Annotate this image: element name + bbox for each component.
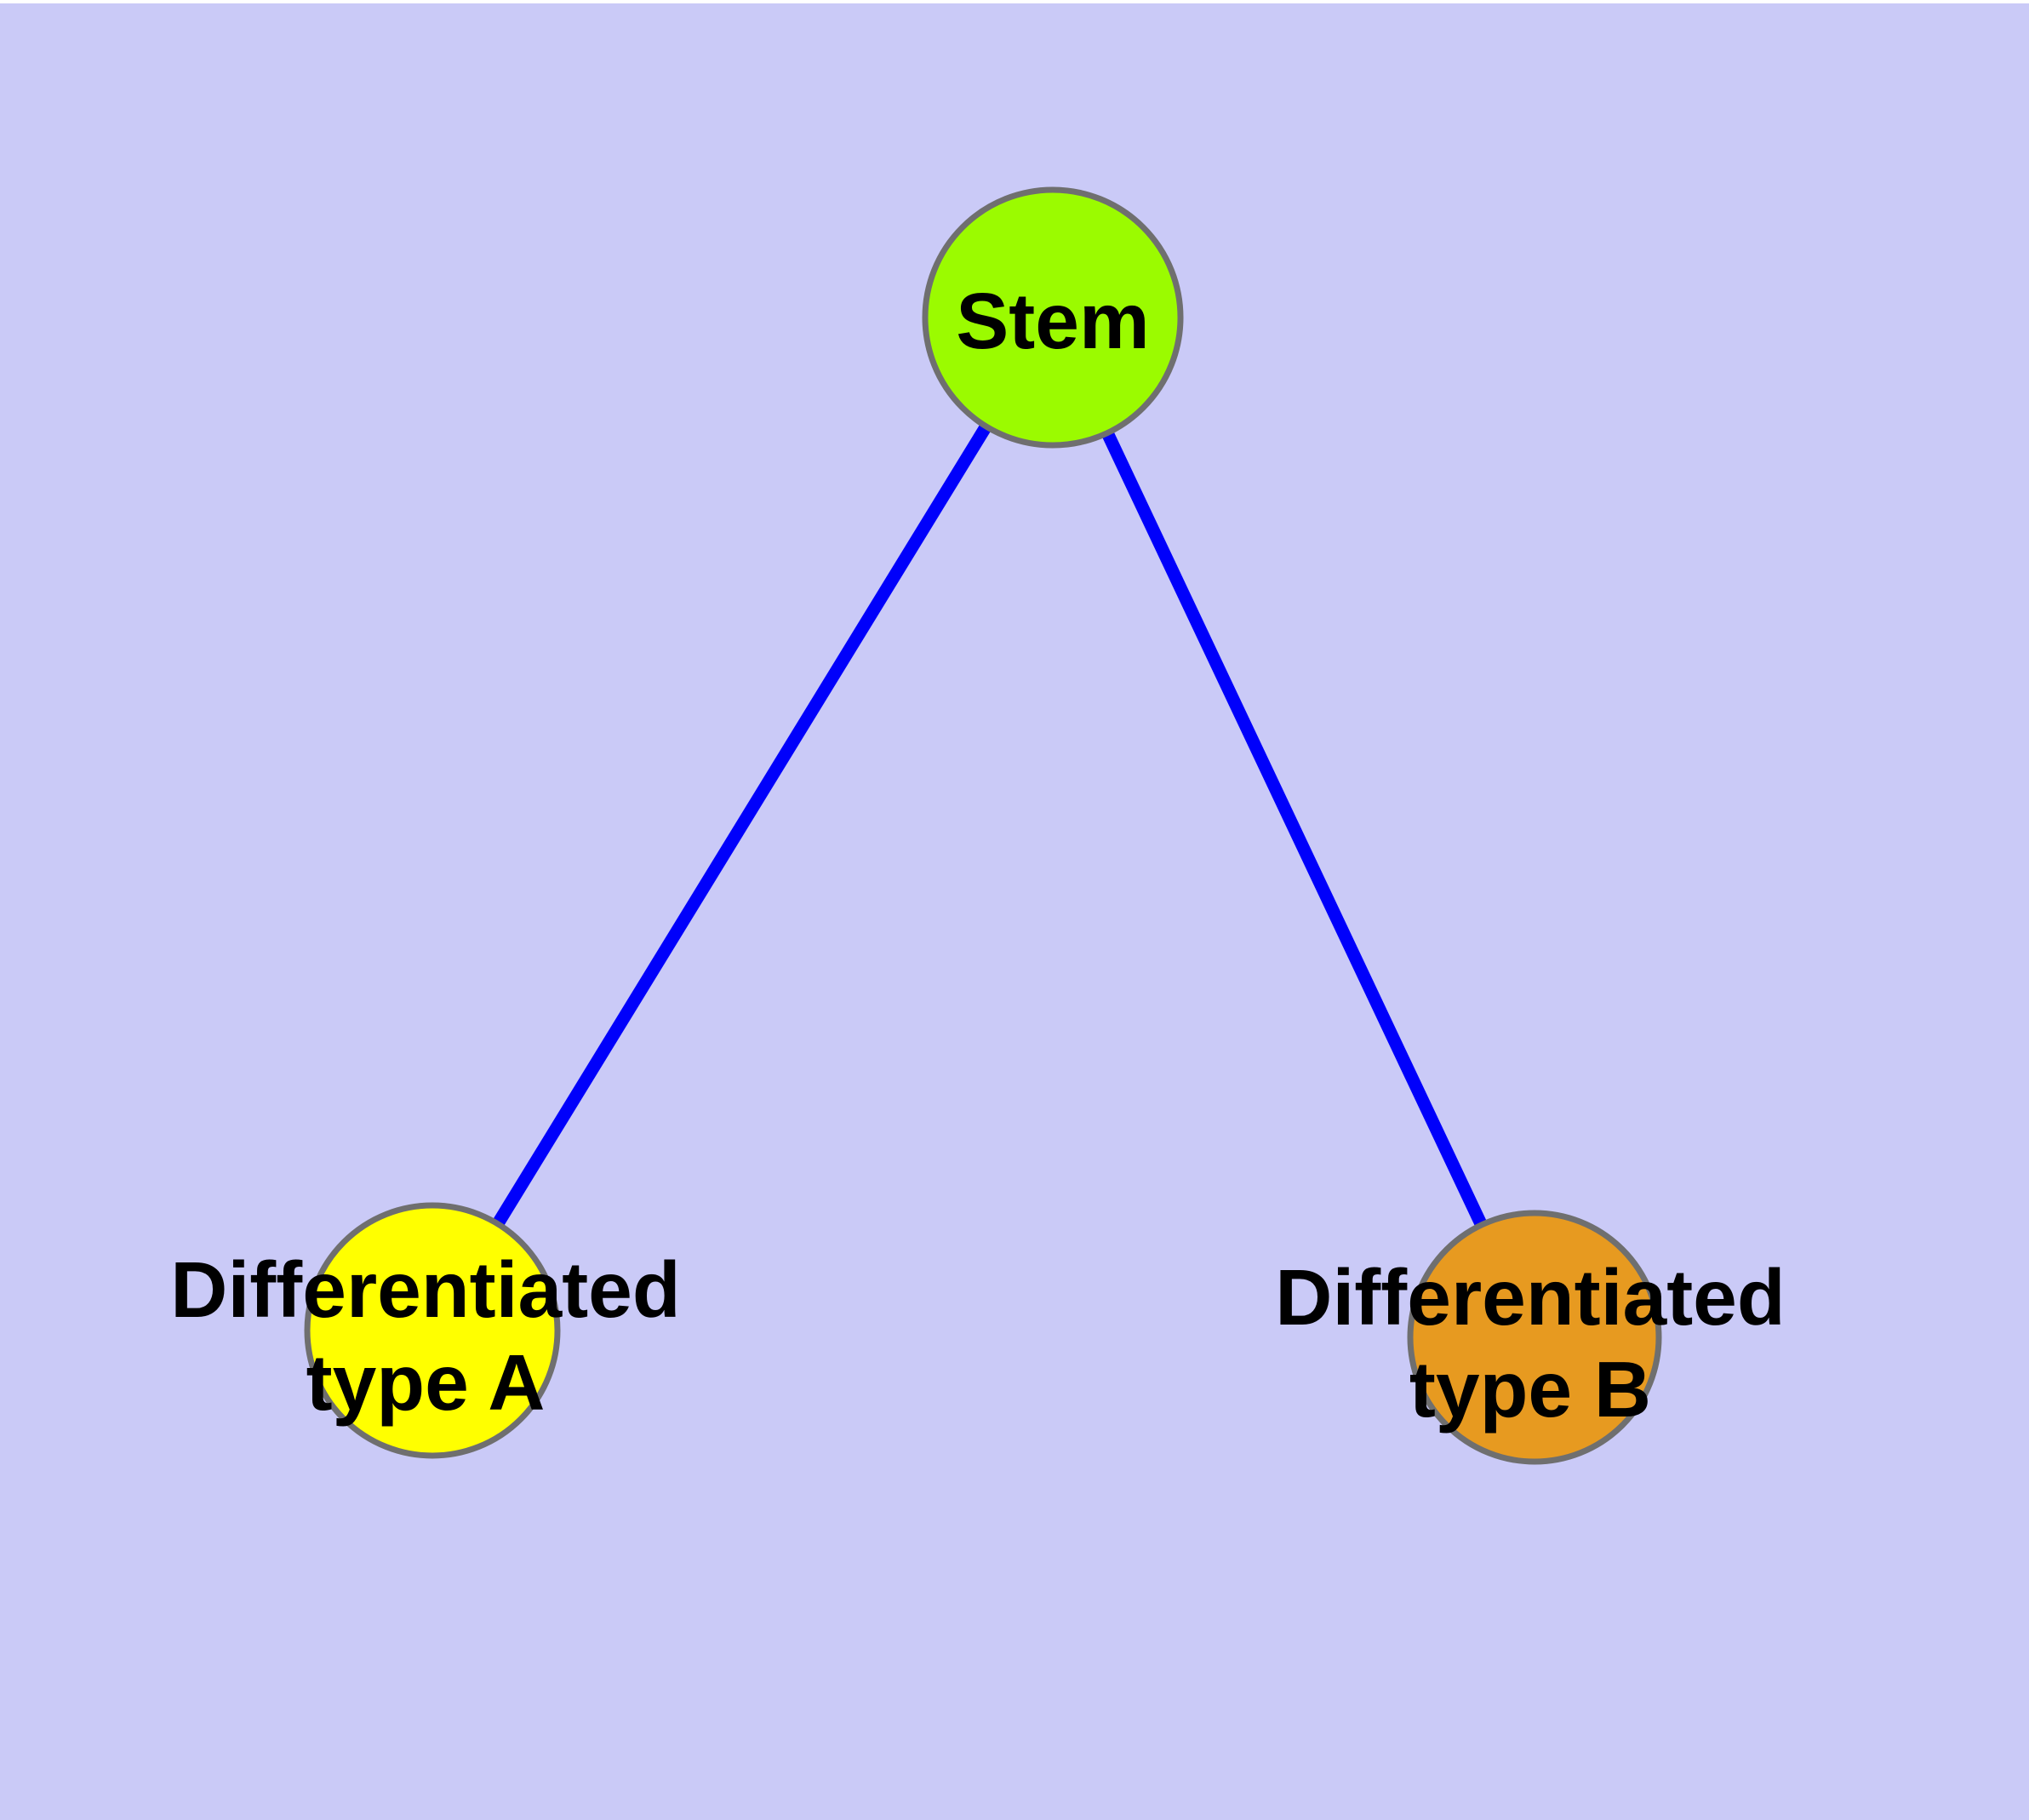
node-label-stem: Stem [956, 277, 1149, 365]
node-differentiated-type-a [304, 1202, 561, 1459]
node-stem [922, 186, 1184, 449]
node-label-type-a-line1: Differentiated [170, 1245, 680, 1334]
node-label-type-b-line1: Differentiated [1275, 1253, 1785, 1342]
node-label-type-a-line2: type A [306, 1338, 546, 1427]
node-differentiated-type-b [1407, 1210, 1662, 1465]
edge-stem-to-type-b [1047, 314, 1540, 1341]
top-edge-strip [0, 0, 2029, 3]
edge-stem-to-type-a [426, 314, 1059, 1334]
node-label-type-b-line2: type B [1409, 1345, 1651, 1434]
